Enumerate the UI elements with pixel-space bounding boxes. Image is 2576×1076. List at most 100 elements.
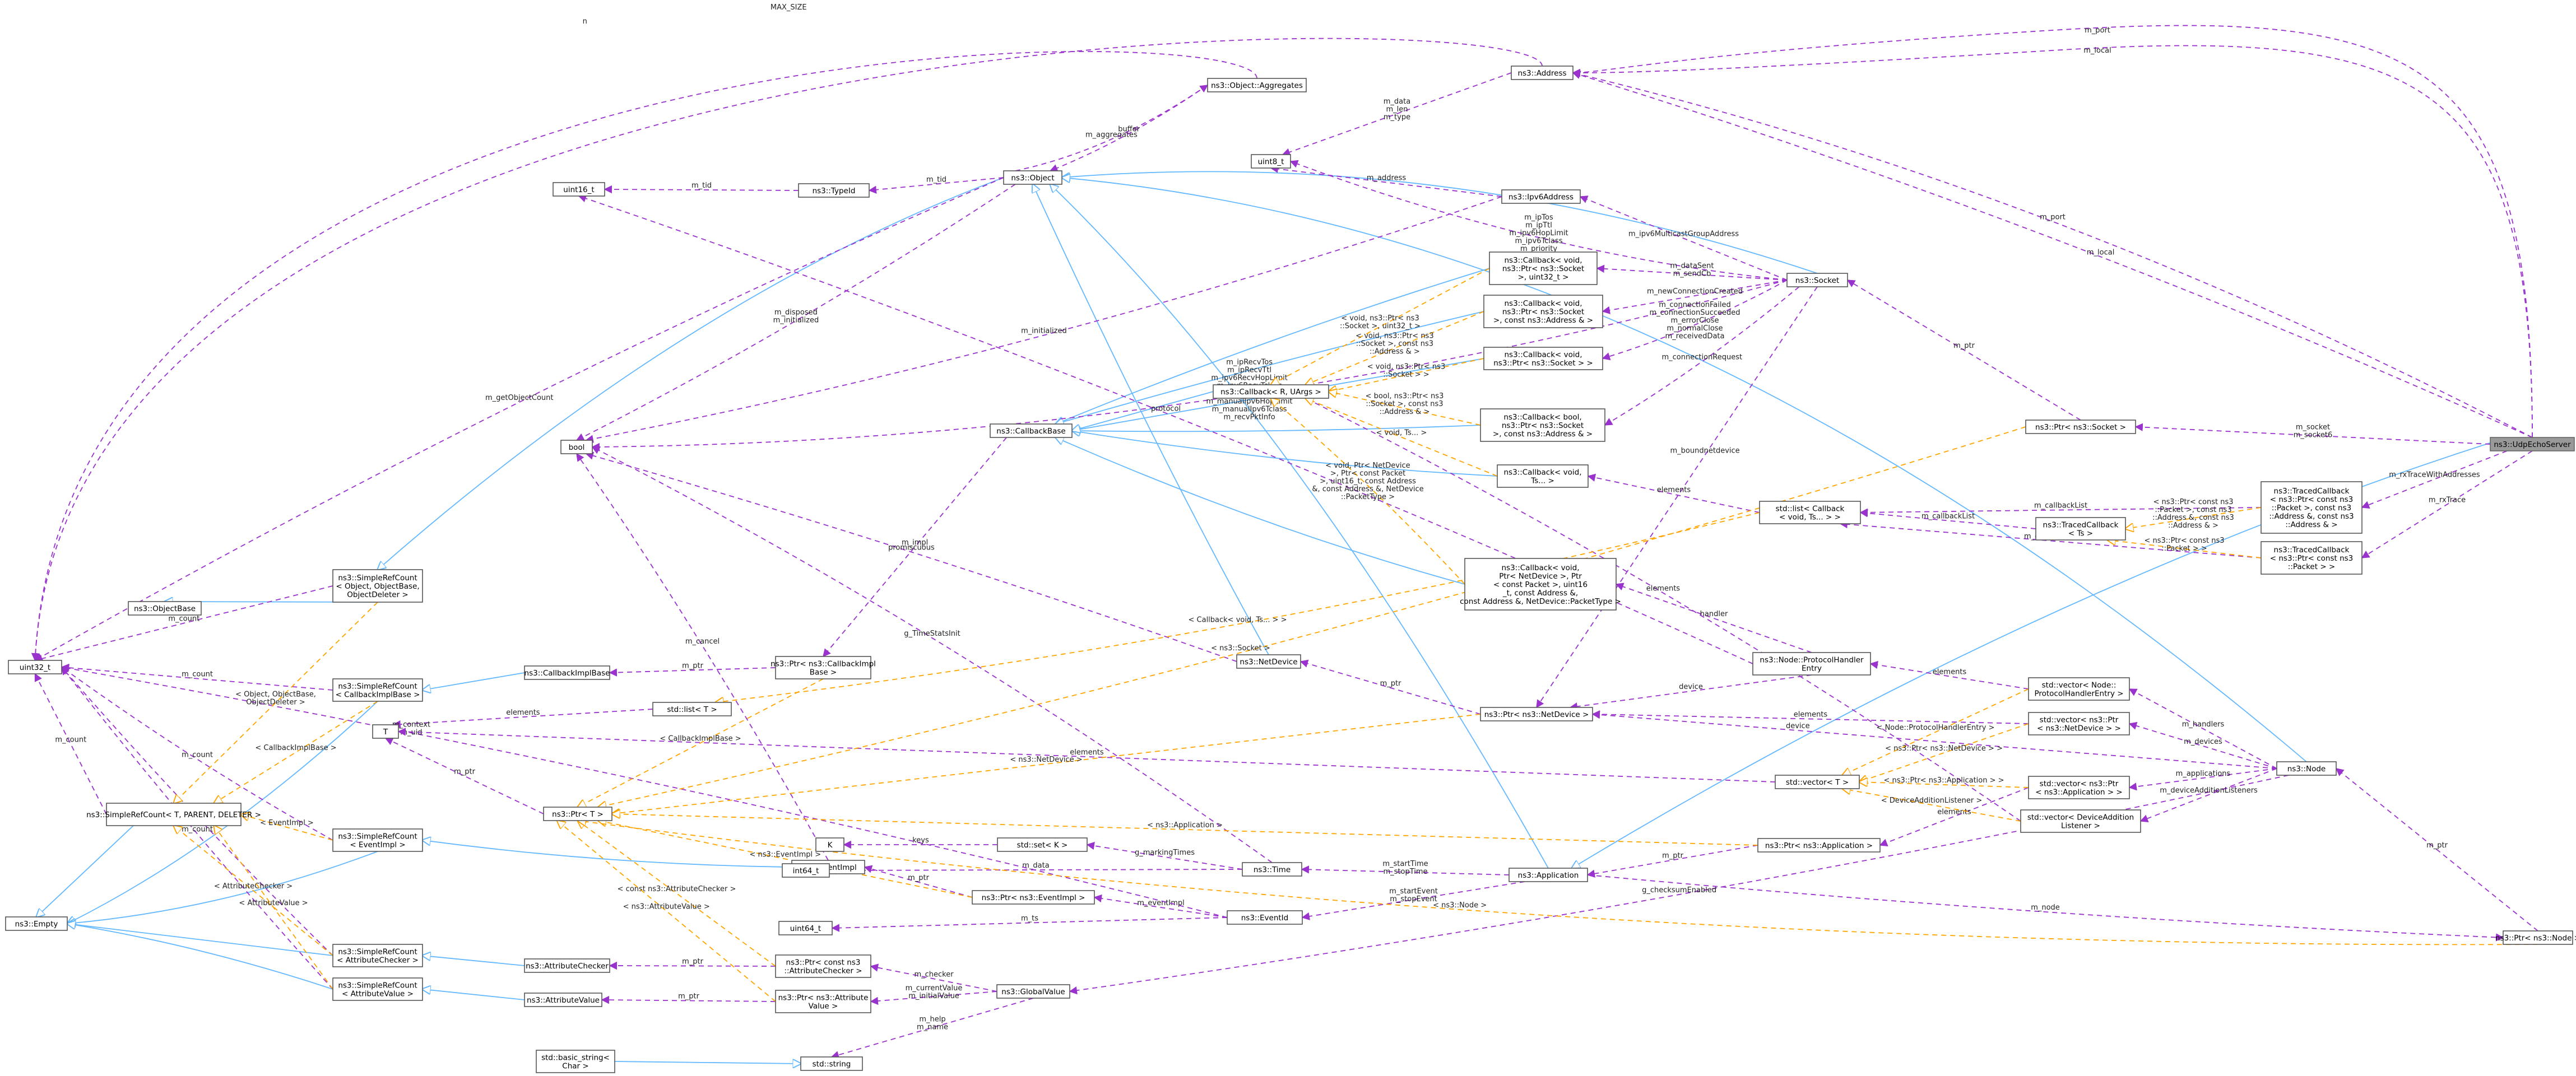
edge-usage-protocol-handler-entry-to-uint16: protocol: [578, 194, 1753, 664]
class-node-callback-r-uargs[interactable]: ns3::Callback< R, UArgs >: [1213, 384, 1329, 399]
class-node-bool[interactable]: bool: [560, 440, 593, 454]
edge-label-tpl-event-impl: < EventImpl >: [260, 819, 314, 827]
node-label: < ns3::Application > >: [2035, 788, 2123, 797]
edge-label-tpl-void-ts: < void, Ts... >: [1376, 429, 1427, 437]
edge-template-vector-device-addition-listener-to-vector-t: < DeviceAdditionListener >: [1842, 789, 2021, 822]
class-node-list-t[interactable]: std::list< T >: [652, 702, 732, 716]
edge-usage-application-to-ptr-node: m_node: [1587, 874, 2504, 942]
class-node-vector-protocol-handler[interactable]: std::vector< Node::ProtocolHandlerEntry …: [2028, 677, 2130, 701]
edge-label-tpl-ptr-application: < ns3::Ptr< ns3::Application > >: [1883, 776, 2004, 785]
node-label: ns3::SimpleRefCount: [338, 832, 417, 841]
edge-inherit-attribute-checker-to-simple-ref-count-attrchecker: [423, 956, 525, 966]
class-node-callback-void-socket[interactable]: ns3::Callback< void,ns3::Ptr< ns3::Socke…: [1483, 347, 1603, 370]
class-node-std-string[interactable]: std::string: [800, 1056, 863, 1071]
class-node-traced-callback-rx-addresses[interactable]: ns3::TracedCallback< ns3::Ptr< const ns3…: [2261, 481, 2363, 534]
class-node-traced-callback-ts[interactable]: ns3::TracedCallback< Ts >: [2035, 517, 2126, 541]
class-node-k[interactable]: K: [815, 837, 844, 852]
class-node-vector-device-addition-listener[interactable]: std::vector< DeviceAdditionListener >: [2020, 809, 2141, 833]
class-node-callback-impl-base[interactable]: ns3::CallbackImplBase: [524, 665, 610, 680]
edge-usage-time-to-set-k: g_markingTimes: [1086, 841, 1243, 870]
class-node-uint16[interactable]: uint16_t: [553, 182, 605, 197]
edge-template-traced-callback-packet-to-traced-callback-ts: < ns3::Ptr< const ns3::Packet > >: [2108, 537, 2262, 558]
class-node-t[interactable]: T: [372, 724, 399, 739]
edge-line: [378, 177, 1004, 570]
class-node-ptr-application[interactable]: ns3::Ptr< ns3::Application >: [1757, 838, 1881, 853]
class-node-node[interactable]: ns3::Node: [2276, 761, 2337, 776]
class-node-attribute-checker[interactable]: ns3::AttributeChecker: [524, 958, 610, 973]
edge-label-tpl-rx-addresses: ::Packet >, const ns3: [2155, 506, 2231, 514]
class-node-ptr-event-impl[interactable]: ns3::Ptr< ns3::EventImpl >: [972, 890, 1095, 905]
edge-line: [578, 821, 776, 967]
class-node-object-base[interactable]: ns3::ObjectBase: [128, 601, 202, 616]
class-node-basic-string[interactable]: std::basic_string<Char >: [536, 1050, 615, 1073]
class-node-list-callback[interactable]: std::list< Callback< void, Ts... > >: [1759, 501, 1861, 524]
class-node-simple-ref-count-eventimpl[interactable]: ns3::SimpleRefCount< EventImpl >: [332, 828, 423, 852]
class-node-ptr-attr-value[interactable]: ns3::Ptr< ns3::AttributeValue >: [775, 990, 871, 1013]
class-node-set-k[interactable]: std::set< K >: [997, 837, 1088, 852]
class-node-time[interactable]: ns3::Time: [1242, 862, 1302, 877]
class-node-callback-protocol-handler[interactable]: ns3::Callback< void,Ptr< NetDevice >, Pt…: [1460, 558, 1621, 611]
class-node-type-id[interactable]: ns3::TypeId: [798, 183, 870, 198]
node-label: ns3::Time: [1254, 865, 1291, 874]
class-node-traced-callback-packet[interactable]: ns3::TracedCallback< ns3::Ptr< const ns3…: [2261, 541, 2363, 575]
class-node-simple-ref-count-attrchecker[interactable]: ns3::SimpleRefCount< AttributeChecker >: [332, 944, 423, 967]
edge-line: [1587, 874, 2504, 942]
node-label: const Address &, NetDevice::PacketType >: [1460, 597, 1621, 606]
class-node-udp-echo-server[interactable]: ns3::UdpEchoServer: [2490, 437, 2575, 451]
class-node-socket[interactable]: ns3::Socket: [1786, 273, 1848, 287]
edge-usage-object-aggregates-to-uint32: n: [31, 17, 1257, 662]
edge-label-socket-uint8-fields: m_ipv6HopLimit: [1509, 229, 1568, 237]
class-node-ptr-net-device[interactable]: ns3::Ptr< ns3::NetDevice >: [1480, 707, 1593, 721]
class-node-uint64[interactable]: uint64_t: [778, 921, 833, 935]
class-node-callback-bool-socket-address[interactable]: ns3::Callback< bool,ns3::Ptr< ns3::Socke…: [1480, 408, 1605, 442]
node-label: ns3::TracedCallback: [2043, 521, 2119, 530]
class-node-global-value[interactable]: ns3::GlobalValue: [996, 984, 1070, 999]
class-node-object-aggregates[interactable]: ns3::Object::Aggregates: [1207, 78, 1307, 92]
class-node-empty[interactable]: ns3::Empty: [5, 916, 68, 931]
class-node-ptr-socket[interactable]: ns3::Ptr< ns3::Socket >: [2025, 420, 2136, 434]
class-node-int64[interactable]: int64_t: [782, 863, 830, 878]
edge-line: [598, 821, 973, 898]
class-node-ptr-node[interactable]: ns3::Ptr< ns3::Node >: [2495, 930, 2576, 945]
class-node-event-id[interactable]: ns3::EventId: [1227, 910, 1303, 925]
edge-line: [392, 709, 653, 729]
edge-label-m-help-name: m_help: [919, 1016, 945, 1024]
class-node-uint8[interactable]: uint8_t: [1251, 154, 1291, 169]
edge-usage-address-to-uint32: MAX_SIZE: [31, 3, 1543, 662]
class-node-callback-base[interactable]: ns3::CallbackBase: [990, 423, 1073, 438]
class-node-vector-t[interactable]: std::vector< T >: [1775, 775, 1860, 789]
class-node-uint32[interactable]: uint32_t: [8, 660, 62, 674]
class-node-ptr-t[interactable]: ns3::Ptr< T >: [543, 807, 612, 821]
edge-line: [1842, 688, 2029, 775]
class-node-object[interactable]: ns3::Object: [1003, 170, 1062, 185]
class-node-simple-ref-count-attrvalue[interactable]: ns3::SimpleRefCount< AttributeValue >: [332, 977, 423, 1001]
class-node-ptr-callback-impl-base[interactable]: ns3::Ptr< ns3::CallbackImplBase >: [771, 656, 876, 679]
class-node-callback-void-socket-address[interactable]: ns3::Callback< void,ns3::Ptr< ns3::Socke…: [1483, 295, 1603, 328]
node-label: T: [383, 728, 388, 737]
node-label: _t, const Address &,: [1502, 589, 1578, 598]
edge-line: [1056, 268, 1490, 424]
class-node-simple-ref-count-t[interactable]: ns3::SimpleRefCount< T, PARENT, DELETER …: [86, 803, 261, 826]
node-box: [1752, 652, 1871, 676]
class-node-simple-ref-count-object[interactable]: ns3::SimpleRefCount< Object, ObjectBase,…: [332, 569, 423, 603]
class-node-attribute-value[interactable]: ns3::AttributeValue: [524, 993, 602, 1007]
node-label: Entry: [1802, 664, 1822, 673]
class-node-net-device[interactable]: ns3::NetDevice: [1236, 654, 1301, 669]
edge-label-max-size: MAX_SIZE: [771, 3, 807, 12]
class-node-callback-void-socket-uint32[interactable]: ns3::Callback< void,ns3::Ptr< ns3::Socke…: [1489, 251, 1598, 285]
class-node-vector-ptr-application[interactable]: std::vector< ns3::Ptr< ns3::Application …: [2028, 776, 2130, 799]
edge-line: [61, 666, 333, 956]
edge-label-handler: handler: [1700, 610, 1728, 618]
class-node-application[interactable]: ns3::Application: [1509, 868, 1588, 882]
class-node-callback-void-ts[interactable]: ns3::Callback< void,Ts... >: [1497, 464, 1589, 488]
class-node-vector-ptr-net-device[interactable]: std::vector< ns3::Ptr< ns3::NetDevice > …: [2028, 712, 2130, 735]
edge-label-m-impl: m_impl: [902, 539, 928, 547]
class-node-simple-ref-count-cbimpl[interactable]: ns3::SimpleRefCount< CallbackImplBase >: [332, 678, 423, 702]
class-node-address[interactable]: ns3::Address: [1511, 66, 1574, 80]
class-node-protocol-handler-entry[interactable]: ns3::Node::ProtocolHandlerEntry: [1752, 652, 1871, 676]
edge-label-m-address: m_address: [1367, 174, 1406, 183]
class-node-ptr-attr-checker[interactable]: ns3::Ptr< const ns3::AttributeChecker >: [775, 954, 871, 978]
edge-label-m-devices: m_devices: [2184, 738, 2222, 746]
class-node-ipv6-address[interactable]: ns3::Ipv6Address: [1501, 189, 1581, 204]
